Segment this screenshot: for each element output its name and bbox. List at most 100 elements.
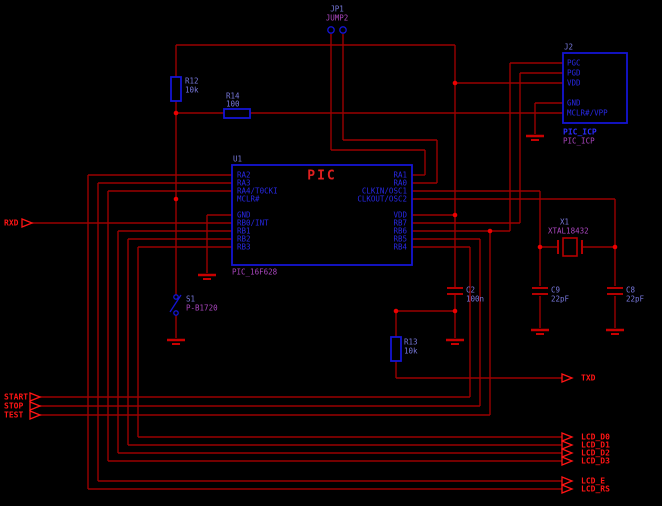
pin-label: RB2: [237, 235, 251, 244]
ground-symbol[interactable]: [167, 338, 185, 345]
pin-label: CLKIN/OSC1: [362, 187, 407, 196]
pin-label: RA3: [237, 179, 251, 188]
pin-label: MCLR#: [237, 195, 260, 204]
port-test[interactable]: TEST: [4, 410, 42, 420]
jumper-jp1[interactable]: JP1 JUMP2: [326, 5, 349, 34]
test-arrow-icon: [29, 410, 42, 420]
port-lcd-d0[interactable]: LCD_D0: [561, 432, 610, 442]
capacitor-c8[interactable]: C8 22pF: [607, 286, 645, 304]
port-label: LCD_RS: [581, 485, 610, 494]
capacitor-c9[interactable]: C9 22pF: [532, 286, 570, 304]
crystal-value: XTAL18432: [548, 227, 589, 236]
resistor-r13[interactable]: R13 10k: [390, 336, 418, 362]
resistor-value: 10k: [185, 86, 199, 95]
capacitor-ref: C9: [551, 286, 560, 295]
port-start[interactable]: START: [4, 392, 42, 402]
lcd-d2-arrow-icon: [561, 448, 574, 458]
jumper-pin-icon[interactable]: [327, 26, 335, 34]
resistor-ref: R14: [226, 92, 240, 101]
pushbutton-s1[interactable]: S1 P-B1720: [169, 294, 218, 316]
pin-label: GND: [567, 99, 581, 108]
port-label: TEST: [4, 411, 23, 420]
resistor-value: 10k: [404, 347, 418, 356]
mcu-body[interactable]: [231, 164, 413, 266]
pin-label: RB0/INT: [237, 219, 269, 228]
ground-symbol[interactable]: [606, 328, 624, 335]
port-label: LCD_D0: [581, 433, 610, 442]
capacitor-ref: C2: [466, 286, 475, 295]
lcd-d3-arrow-icon: [561, 456, 574, 466]
mcu-u1[interactable]: U1 PIC RA2 RA3 RA4/T0CKI MCLR# GND RB0/I…: [231, 155, 413, 277]
port-lcd-d2[interactable]: LCD_D2: [561, 448, 610, 458]
capacitor-value: 100n: [466, 295, 484, 304]
connector-body[interactable]: [562, 52, 628, 124]
mcu-title: PIC: [307, 169, 336, 184]
resistor-body[interactable]: [390, 336, 402, 362]
ground-symbol[interactable]: [446, 338, 464, 345]
port-label: LCD_D3: [581, 457, 610, 466]
ground-symbol[interactable]: [198, 273, 216, 280]
port-label: STOP: [4, 402, 23, 411]
port-lcd-rs[interactable]: LCD_RS: [561, 484, 610, 494]
connector-label: PIC_ICP: [563, 128, 597, 137]
mcu-value: PIC_16F628: [232, 268, 278, 277]
resistor-r12[interactable]: R12 10k: [170, 76, 199, 102]
resistor-r14[interactable]: R14 100: [223, 92, 251, 119]
port-lcd-d3[interactable]: LCD_D3: [561, 456, 610, 466]
lcd-d1-arrow-icon: [561, 440, 574, 450]
resistor-body[interactable]: [223, 108, 251, 119]
port-label: LCD_D1: [581, 441, 610, 450]
port-stop[interactable]: STOP: [4, 401, 42, 411]
pin-label: RB5: [393, 235, 407, 244]
port-label: RXD: [4, 219, 19, 228]
button-contact-icon: [173, 294, 179, 300]
connector-value: PIC_ICP: [563, 137, 595, 146]
jumper-pin-icon[interactable]: [339, 26, 347, 34]
lcd-rs-arrow-icon: [561, 484, 574, 494]
pin-label: PGD: [567, 69, 581, 78]
capacitor-ref: C8: [626, 286, 636, 295]
resistor-ref: R13: [404, 338, 418, 347]
txd-arrow-icon: [561, 373, 574, 383]
pin-label: RA1: [393, 171, 407, 180]
crystal-x1[interactable]: X1 XTAL18432: [548, 218, 589, 257]
capacitor-value: 22pF: [551, 295, 570, 304]
rxd-arrow-icon: [21, 218, 34, 228]
ground-symbol[interactable]: [531, 328, 549, 335]
pin-label: GND: [237, 211, 251, 220]
pin-label: VDD: [567, 79, 581, 88]
pin-label: PGC: [567, 59, 581, 68]
button-lever-icon: [169, 294, 182, 313]
pin-label: RB6: [393, 227, 407, 236]
port-label: TXD: [581, 374, 596, 383]
port-rxd[interactable]: RXD: [4, 218, 34, 228]
mcu-ref: U1: [233, 155, 242, 164]
ground-symbol[interactable]: [526, 134, 544, 141]
jumper-ref: JP1: [330, 5, 344, 14]
capacitor-value: 22pF: [626, 295, 645, 304]
button-ref: S1: [186, 295, 195, 304]
port-txd[interactable]: TXD: [561, 373, 596, 383]
crystal-body[interactable]: [562, 237, 578, 257]
pin-label: RB7: [393, 219, 407, 228]
button-contact-icon: [173, 310, 179, 316]
crystal-ref: X1: [560, 218, 569, 227]
pin-label: RA0: [393, 179, 407, 188]
port-lcd-d1[interactable]: LCD_D1: [561, 440, 610, 450]
resistor-value: 100: [226, 100, 240, 109]
lcd-e-arrow-icon: [561, 476, 574, 486]
resistor-ref: R12: [185, 77, 199, 86]
button-value: P-B1720: [186, 304, 218, 313]
port-label: LCD_D2: [581, 449, 610, 458]
pin-label: CLKOUT/OSC2: [357, 195, 407, 204]
resistor-body[interactable]: [170, 76, 182, 102]
capacitor-c2[interactable]: C2 100n: [447, 286, 484, 304]
connector-j2[interactable]: J2 PGC PGD VDD GND MCLR#/VPP PIC_ICP PIC…: [562, 43, 628, 146]
port-label: START: [4, 393, 28, 402]
pin-label: VDD: [393, 211, 407, 220]
pin-label: MCLR#/VPP: [567, 109, 608, 118]
lcd-d0-arrow-icon: [561, 432, 574, 442]
port-lcd-e[interactable]: LCD_E: [561, 476, 605, 486]
